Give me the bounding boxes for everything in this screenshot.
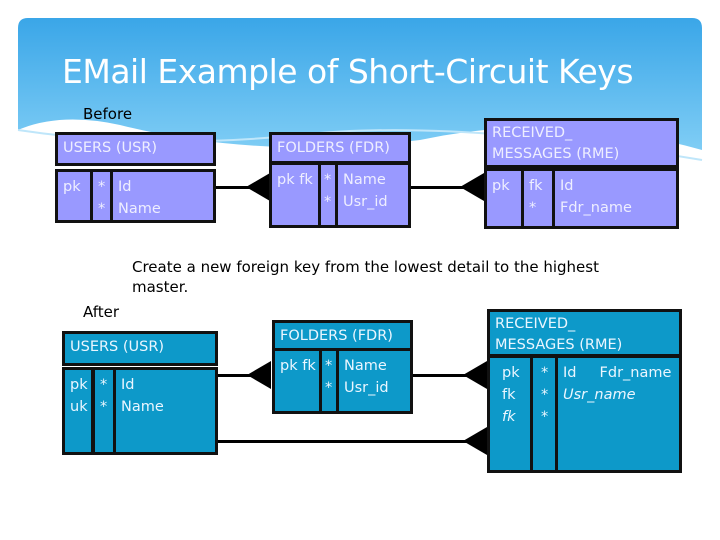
title-line: MESSAGES (RME) [495,337,623,353]
key: pk fk [277,172,313,188]
title-line: MESSAGES (RME) [492,146,620,162]
attribute: Name [121,399,164,415]
attribute: Id [121,377,135,393]
key-column: pk fk fk [487,355,533,473]
key-column: pk uk [62,367,94,455]
key-column: pk fk [269,162,321,228]
mark: * [541,409,549,425]
crow-foot-arrow [460,173,484,201]
entity-title: USERS (USR) [55,132,216,166]
relationship-line [217,374,252,377]
mark: * [541,387,549,403]
key: fk [502,409,516,425]
relationship-line [215,186,250,189]
entity-title: RECEIVED_ MESSAGES (RME) [487,309,682,357]
attribute: Fdr_name [560,200,632,216]
mark: * [98,201,106,217]
key: pk fk [280,358,316,374]
relationship-line [410,186,465,189]
mandatory-column: * * * [530,355,558,473]
key: pk [492,178,510,194]
mark: * [100,377,108,393]
mark: * [325,380,333,396]
title-line: RECEIVED_ [492,125,573,141]
mark: * [100,399,108,415]
key-column: pk [484,168,524,229]
key: pk [502,365,520,381]
entity-title: RECEIVED_ MESSAGES (RME) [484,118,679,168]
mark: * [541,365,549,381]
slide-title: EMail Example of Short-Circuit Keys [62,52,634,91]
crow-foot-arrow [463,361,487,389]
mark: * [324,194,332,210]
key: pk [63,179,81,195]
mark: fk [529,178,543,194]
attribute: Id [560,178,574,194]
key-column: pk fk [272,348,322,414]
attribute: Usr_id [343,194,388,210]
crow-foot-arrow [246,173,270,201]
attribute: Usr_id [344,380,389,396]
key: fk [502,387,516,403]
mark: * [98,179,106,195]
mark: * [324,172,332,188]
crow-foot-arrow [463,427,487,455]
attribute: Name [344,358,387,374]
entity-title: FOLDERS (FDR) [269,132,411,164]
key: uk [70,399,88,415]
attribute: Id Fdr_name [563,365,672,381]
mark: * [529,200,537,216]
before-label: Before [83,105,133,123]
short-circuit-line [217,440,467,443]
relationship-line [412,374,467,377]
mandatory-column: ** [319,348,339,414]
key-column: pk [55,169,93,223]
attribute: Name [118,201,161,217]
mark: * [325,358,333,374]
entity-title: USERS (USR) [62,331,218,366]
attribute: Usr_name [563,387,636,403]
crow-foot-arrow [247,361,271,389]
mandatory-column: fk * [521,168,555,229]
attribute: Name [343,172,386,188]
title-line: RECEIVED_ [495,316,576,332]
key: pk [70,377,88,393]
instruction-text: Create a new foreign key from the lowest… [132,258,599,296]
attribute: Id [118,179,132,195]
after-label: After [83,303,120,321]
